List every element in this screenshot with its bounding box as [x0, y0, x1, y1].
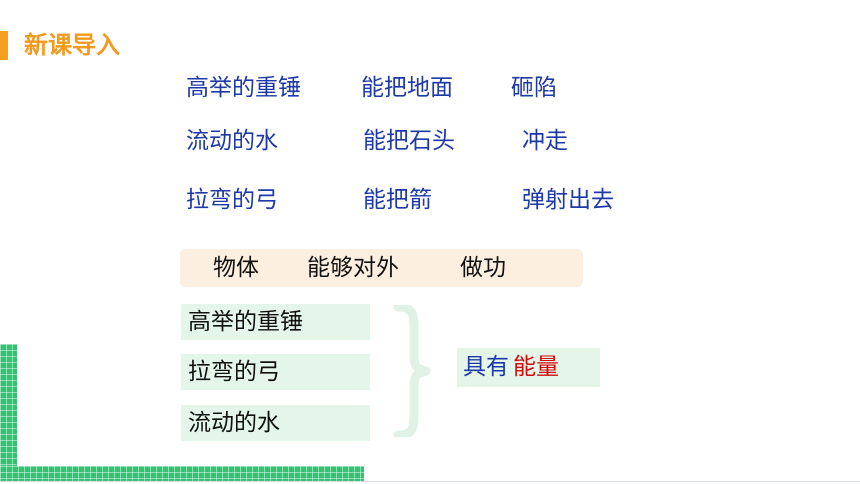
summary-bar: 物体 能够对外 做功 [180, 249, 583, 287]
example-box-label: 拉弯的弓 [188, 359, 280, 385]
section-title: 新课导入 [24, 31, 120, 59]
bottom-divider [0, 481, 860, 482]
summary-work: 做功 [460, 255, 506, 281]
green-grid-decoration-left [0, 344, 17, 466]
conclusion-highlight: 能量 [513, 354, 559, 380]
conclusion-prefix: 具有 [463, 354, 509, 380]
green-grid-decoration-bottom [0, 466, 364, 481]
example-box-water: 流动的水 [181, 405, 370, 441]
conclusion-box: 具有 能量 [457, 348, 600, 387]
example-box-bow: 拉弯的弓 [181, 354, 370, 390]
summary-object: 物体 [213, 255, 259, 281]
row-3-action: 能把箭 [363, 187, 432, 213]
row-1-result: 砸陷 [511, 75, 557, 101]
row-3-subject: 拉弯的弓 [186, 187, 278, 213]
example-box-label: 高举的重锤 [188, 309, 303, 335]
example-box-label: 流动的水 [188, 410, 280, 436]
row-1-subject: 高举的重锤 [186, 75, 301, 101]
summary-ability: 能够对外 [307, 255, 399, 281]
row-2-subject: 流动的水 [186, 128, 278, 154]
curly-brace [393, 305, 431, 437]
title-accent-bar [0, 31, 8, 60]
row-3-result: 弹射出去 [522, 187, 614, 213]
row-2-result: 冲走 [522, 128, 568, 154]
example-box-hammer: 高举的重锤 [181, 304, 370, 340]
row-1-action: 能把地面 [361, 75, 453, 101]
row-2-action: 能把石头 [363, 128, 455, 154]
